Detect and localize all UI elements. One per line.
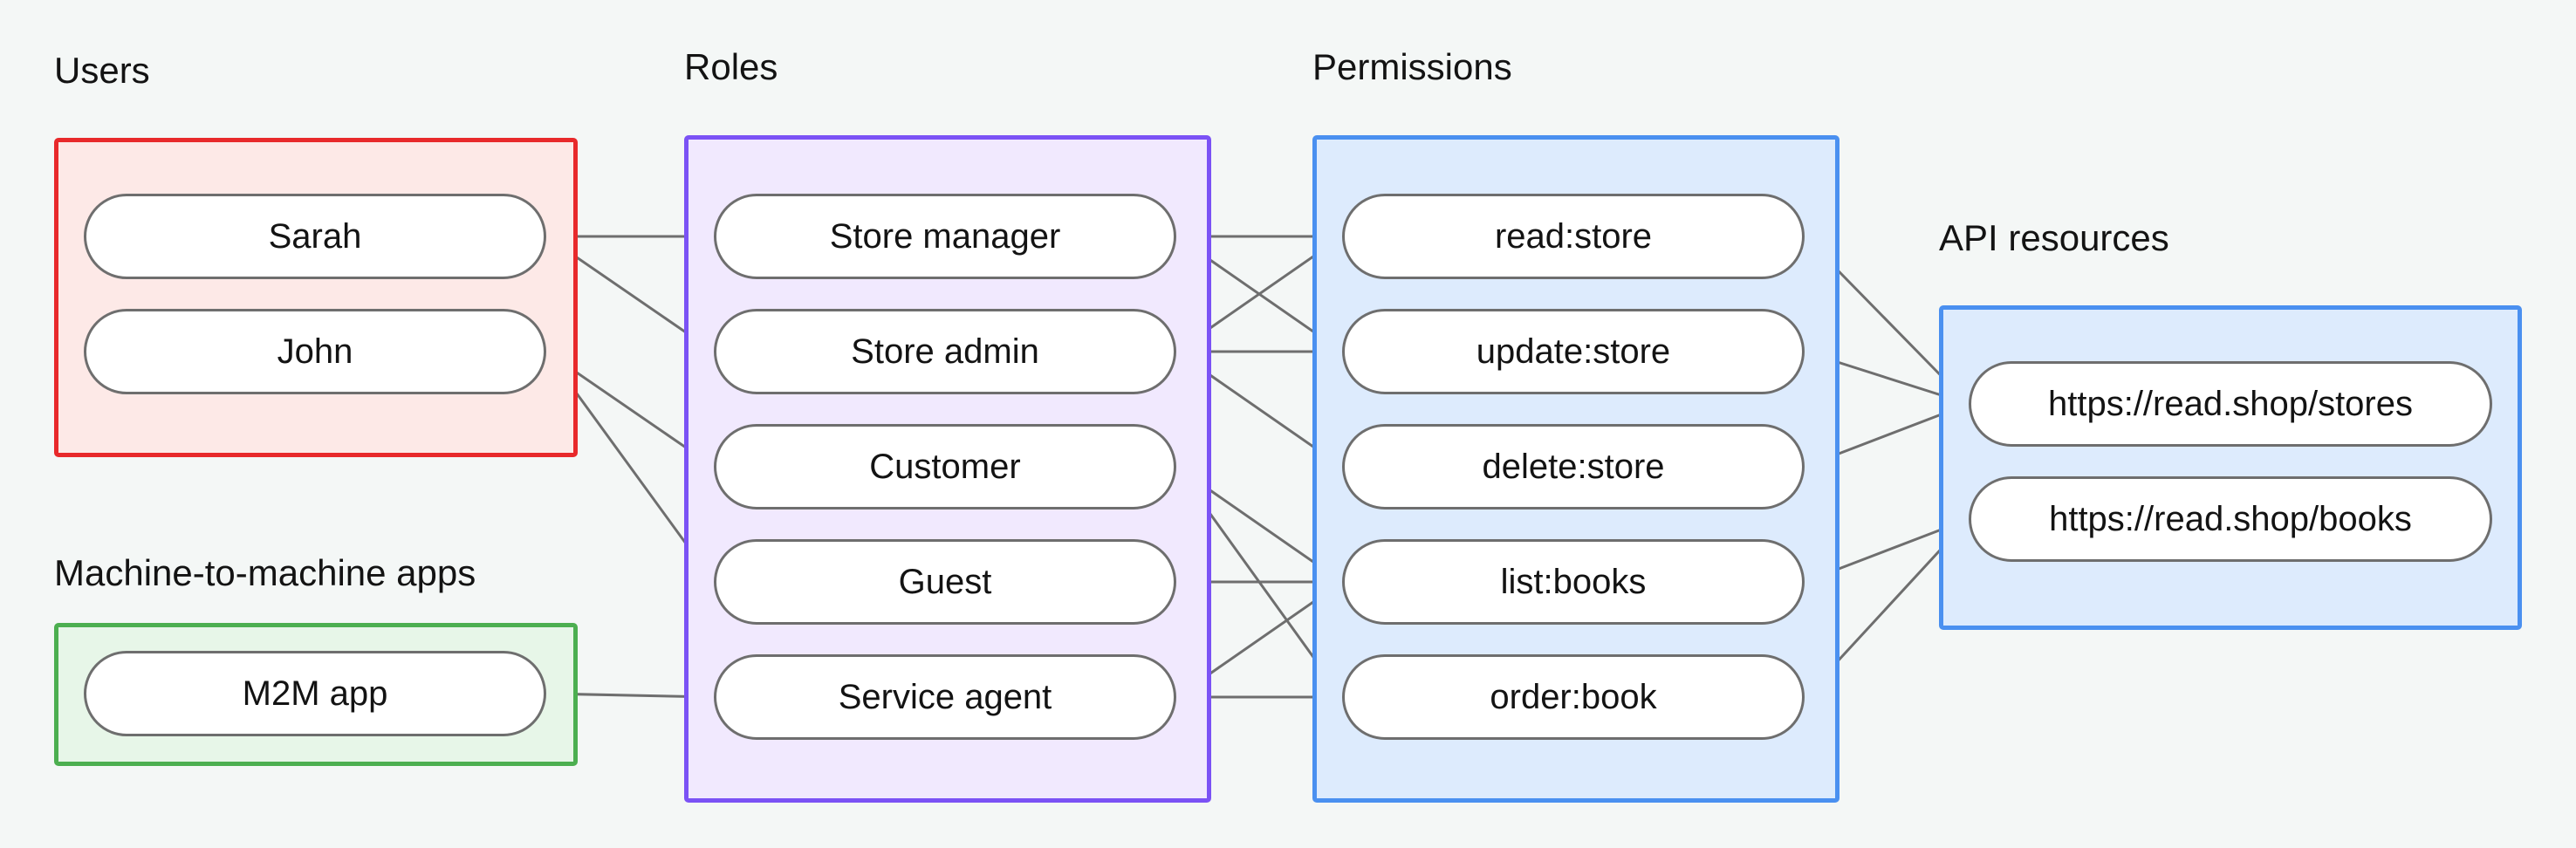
node-label-read-store: read:store — [1494, 216, 1653, 256]
node-read-store[interactable]: read:store — [1342, 194, 1805, 279]
node-john[interactable]: John — [84, 309, 546, 394]
group-label-permissions: Permissions — [1312, 46, 1512, 87]
node-label-sarah: Sarah — [268, 216, 362, 256]
group-label-m2m: Machine-to-machine apps — [54, 552, 476, 593]
node-order-book[interactable]: order:book — [1342, 654, 1805, 740]
group-box-users — [54, 138, 578, 457]
group-label-roles: Roles — [684, 46, 778, 87]
node-label-store-admin: Store admin — [851, 332, 1039, 371]
node-label-customer: Customer — [869, 447, 1021, 486]
group-label-api-resources: API resources — [1939, 217, 2169, 258]
node-label-store-manager: Store manager — [829, 216, 1061, 256]
node-sarah[interactable]: Sarah — [84, 194, 546, 279]
node-list-books[interactable]: list:books — [1342, 539, 1805, 625]
node-guest[interactable]: Guest — [714, 539, 1176, 625]
node-delete-store[interactable]: delete:store — [1342, 424, 1805, 509]
node-label-order-book: order:book — [1490, 677, 1657, 716]
node-m2m-app[interactable]: M2M app — [84, 651, 546, 736]
node-update-store[interactable]: update:store — [1342, 309, 1805, 394]
group-box-api-resources — [1939, 305, 2522, 630]
node-label-john: John — [277, 332, 353, 371]
node-store-admin[interactable]: Store admin — [714, 309, 1176, 394]
node-customer[interactable]: Customer — [714, 424, 1176, 509]
node-store-manager[interactable]: Store manager — [714, 194, 1176, 279]
node-label-service-agent: Service agent — [838, 677, 1052, 716]
node-service-agent[interactable]: Service agent — [714, 654, 1176, 740]
node-res-stores[interactable]: https://read.shop/stores — [1969, 361, 2492, 447]
node-label-list-books: list:books — [1500, 562, 1647, 601]
node-label-res-stores: https://read.shop/stores — [2047, 384, 2413, 423]
node-res-books[interactable]: https://read.shop/books — [1969, 476, 2492, 562]
node-label-update-store: update:store — [1476, 332, 1671, 371]
node-label-delete-store: delete:store — [1482, 447, 1665, 486]
group-label-users: Users — [54, 50, 150, 91]
node-label-res-books: https://read.shop/books — [2049, 499, 2412, 538]
node-label-m2m-app: M2M app — [242, 674, 388, 713]
node-label-guest: Guest — [898, 562, 992, 601]
